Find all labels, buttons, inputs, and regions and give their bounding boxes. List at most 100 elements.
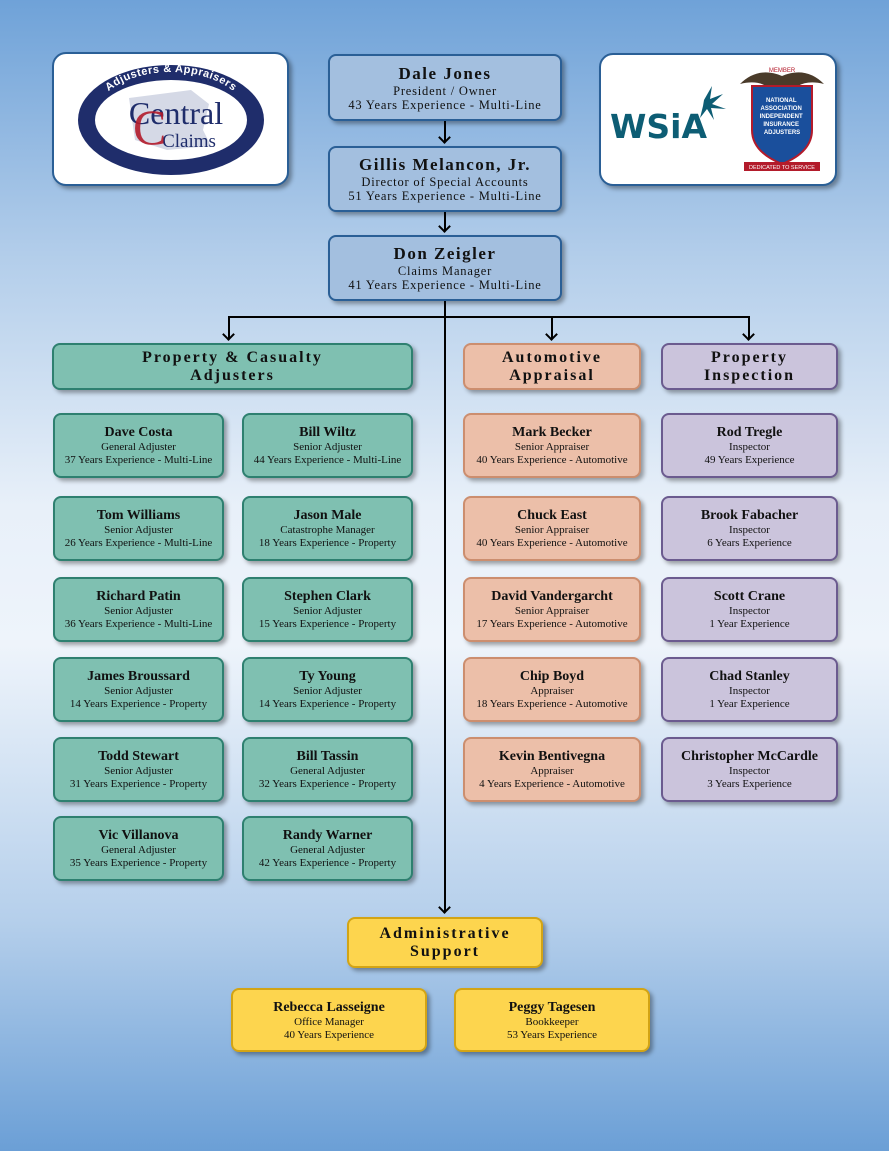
person-title: Office Manager [294, 1015, 364, 1028]
person-title: Senior Appraiser [514, 441, 590, 453]
person-name: David Vandergarcht [491, 589, 613, 604]
person-name: Bill Wiltz [299, 425, 356, 440]
person-name: Mark Becker [512, 425, 592, 440]
person-title: General Adjuster [290, 765, 365, 777]
dept-title-line: Property & Casualty [142, 348, 323, 366]
person-name: Scott Crane [713, 589, 786, 604]
connector-line [444, 212, 446, 231]
connector-arrowhead [438, 131, 451, 144]
person-name: Bill Tassin [296, 749, 359, 764]
leader-name: Gillis Melancon, Jr. [359, 155, 531, 174]
leader-title: Director of Special Accounts [361, 175, 529, 189]
naiia-line-4: INSURANCE [763, 122, 799, 128]
dept-header-admin: Administrative Support [347, 917, 543, 968]
person-experience: 36 Years Experience - Multi-Line [64, 618, 213, 630]
person-experience: 40 Years Experience - Automotive [476, 454, 628, 466]
person-title: Senior Adjuster [293, 605, 362, 617]
person-title: Appraiser [530, 765, 574, 777]
person-experience: 18 Years Experience - Automotive [476, 698, 628, 710]
person-box-randy-warner: Randy Warner General Adjuster 42 Years E… [242, 816, 413, 881]
person-title: Inspector [729, 685, 770, 697]
person-box-tom-williams: Tom Williams Senior Adjuster 26 Years Ex… [53, 496, 224, 561]
svg-text:NATIONAL ASSOCIATION: NATIONAL ASSOCIATION INDEPENDENT INSURAN… [760, 98, 805, 136]
naiia-banner-text: DEDICATED TO SERVICE [749, 165, 815, 171]
person-name: Vic Villanova [98, 828, 179, 843]
person-box-stephen-clark: Stephen Clark Senior Adjuster 15 Years E… [242, 577, 413, 642]
person-experience: 35 Years Experience - Property [69, 857, 208, 869]
person-box-chuck-east: Chuck East Senior Appraiser 40 Years Exp… [463, 496, 641, 561]
person-box-david-vandergarcht: David Vandergarcht Senior Appraiser 17 Y… [463, 577, 641, 642]
person-name: Tom Williams [96, 508, 181, 523]
leader-box-dale-jones: Dale Jones President / Owner 43 Years Ex… [328, 54, 562, 121]
person-title: Appraiser [530, 685, 574, 697]
person-experience: 1 Year Experience [709, 698, 790, 710]
person-experience: 49 Years Experience [704, 454, 795, 466]
person-box-rod-tregle: Rod Tregle Inspector 49 Years Experience [661, 413, 838, 478]
person-name: Chuck East [517, 508, 587, 523]
dept-title-line: Inspection [703, 366, 796, 384]
person-experience: 17 Years Experience - Automotive [476, 618, 628, 630]
naiia-line-5: ADJUSTERS [764, 130, 800, 136]
dept-title-line: Administrative [379, 924, 511, 942]
person-experience: 53 Years Experience [506, 1028, 598, 1041]
person-name: Todd Stewart [98, 749, 179, 764]
logo-brand-sub: Claims [162, 131, 216, 152]
dept-title-line: Property [710, 348, 788, 366]
dept-title-line: Adjusters [190, 366, 275, 384]
wsia-logo: WSiA [610, 85, 726, 146]
person-box-ty-young: Ty Young Senior Adjuster 14 Years Experi… [242, 657, 413, 722]
person-box-bill-wiltz: Bill Wiltz Senior Adjuster 44 Years Expe… [242, 413, 413, 478]
person-title: General Adjuster [290, 844, 365, 856]
person-experience: 42 Years Experience - Property [258, 857, 397, 869]
association-logos: WSiA MEMBER NATIONAL ASSOCIATION INDEPEN… [599, 53, 837, 186]
person-experience: 14 Years Experience - Property [69, 698, 208, 710]
person-box-vic-villanova: Vic Villanova General Adjuster 35 Years … [53, 816, 224, 881]
person-title: Senior Appraiser [514, 605, 590, 617]
person-box-chad-stanley: Chad Stanley Inspector 1 Year Experience [661, 657, 838, 722]
person-name: Christopher McCardle [681, 749, 818, 764]
connector-arrowhead [222, 328, 235, 341]
person-title: Inspector [729, 765, 770, 777]
connector-trunk [444, 301, 446, 912]
person-title: Inspector [729, 524, 770, 536]
naiia-line-2: ASSOCIATION [761, 106, 802, 112]
person-box-kevin-bentivegna: Kevin Bentivegna Appraiser 4 Years Exper… [463, 737, 641, 802]
leader-box-don-zeigler: Don Zeigler Claims Manager 41 Years Expe… [328, 235, 562, 301]
dept-title-line: Automotive [502, 348, 602, 366]
person-box-christopher-mccardle: Christopher McCardle Inspector 3 Years E… [661, 737, 838, 802]
central-claims-logo: Adjusters & Appraisers Since 1964 Centra… [52, 52, 289, 186]
person-experience: 31 Years Experience - Property [69, 778, 208, 790]
person-experience: 14 Years Experience - Property [258, 698, 397, 710]
person-title: Senior Adjuster [104, 685, 173, 697]
person-name: Kevin Bentivegna [498, 749, 606, 764]
person-name: Stephen Clark [284, 589, 371, 604]
wsia-text: WSiA [610, 107, 707, 146]
person-experience: 40 Years Experience [283, 1028, 375, 1041]
person-box-james-broussard: James Broussard Senior Adjuster 14 Years… [53, 657, 224, 722]
person-title: Bookkeeper [525, 1015, 579, 1028]
person-title: Senior Adjuster [104, 765, 173, 777]
dept-header-inspection: Property Inspection [661, 343, 838, 390]
person-box-todd-stewart: Todd Stewart Senior Adjuster 31 Years Ex… [53, 737, 224, 802]
leader-experience: 41 Years Experience - Multi-Line [348, 278, 542, 292]
naiia-line-3: INDEPENDENT [760, 114, 803, 120]
person-experience: 26 Years Experience - Multi-Line [64, 537, 213, 549]
person-box-rebecca-lasseigne: Rebecca Lasseigne Office Manager 40 Year… [231, 988, 427, 1052]
leader-title: Claims Manager [397, 264, 493, 278]
leader-name: Don Zeigler [393, 244, 497, 263]
svg-text:Since 1964: Since 1964 [143, 146, 198, 161]
person-name: Peggy Tagesen [508, 999, 596, 1015]
person-name: Rod Tregle [716, 425, 783, 440]
logo-brand-main: Central [128, 95, 222, 131]
person-experience: 18 Years Experience - Property [258, 537, 397, 549]
dept-title-line: Appraisal [509, 366, 595, 384]
person-title: Inspector [729, 605, 770, 617]
person-experience: 32 Years Experience - Property [258, 778, 397, 790]
leader-name: Dale Jones [398, 63, 492, 83]
person-experience: 15 Years Experience - Property [258, 618, 397, 630]
person-title: Senior Adjuster [293, 441, 362, 453]
person-name: Richard Patin [96, 589, 181, 604]
person-experience: 1 Year Experience [709, 618, 790, 630]
person-box-jason-male: Jason Male Catastrophe Manager 18 Years … [242, 496, 413, 561]
person-box-scott-crane: Scott Crane Inspector 1 Year Experience [661, 577, 838, 642]
